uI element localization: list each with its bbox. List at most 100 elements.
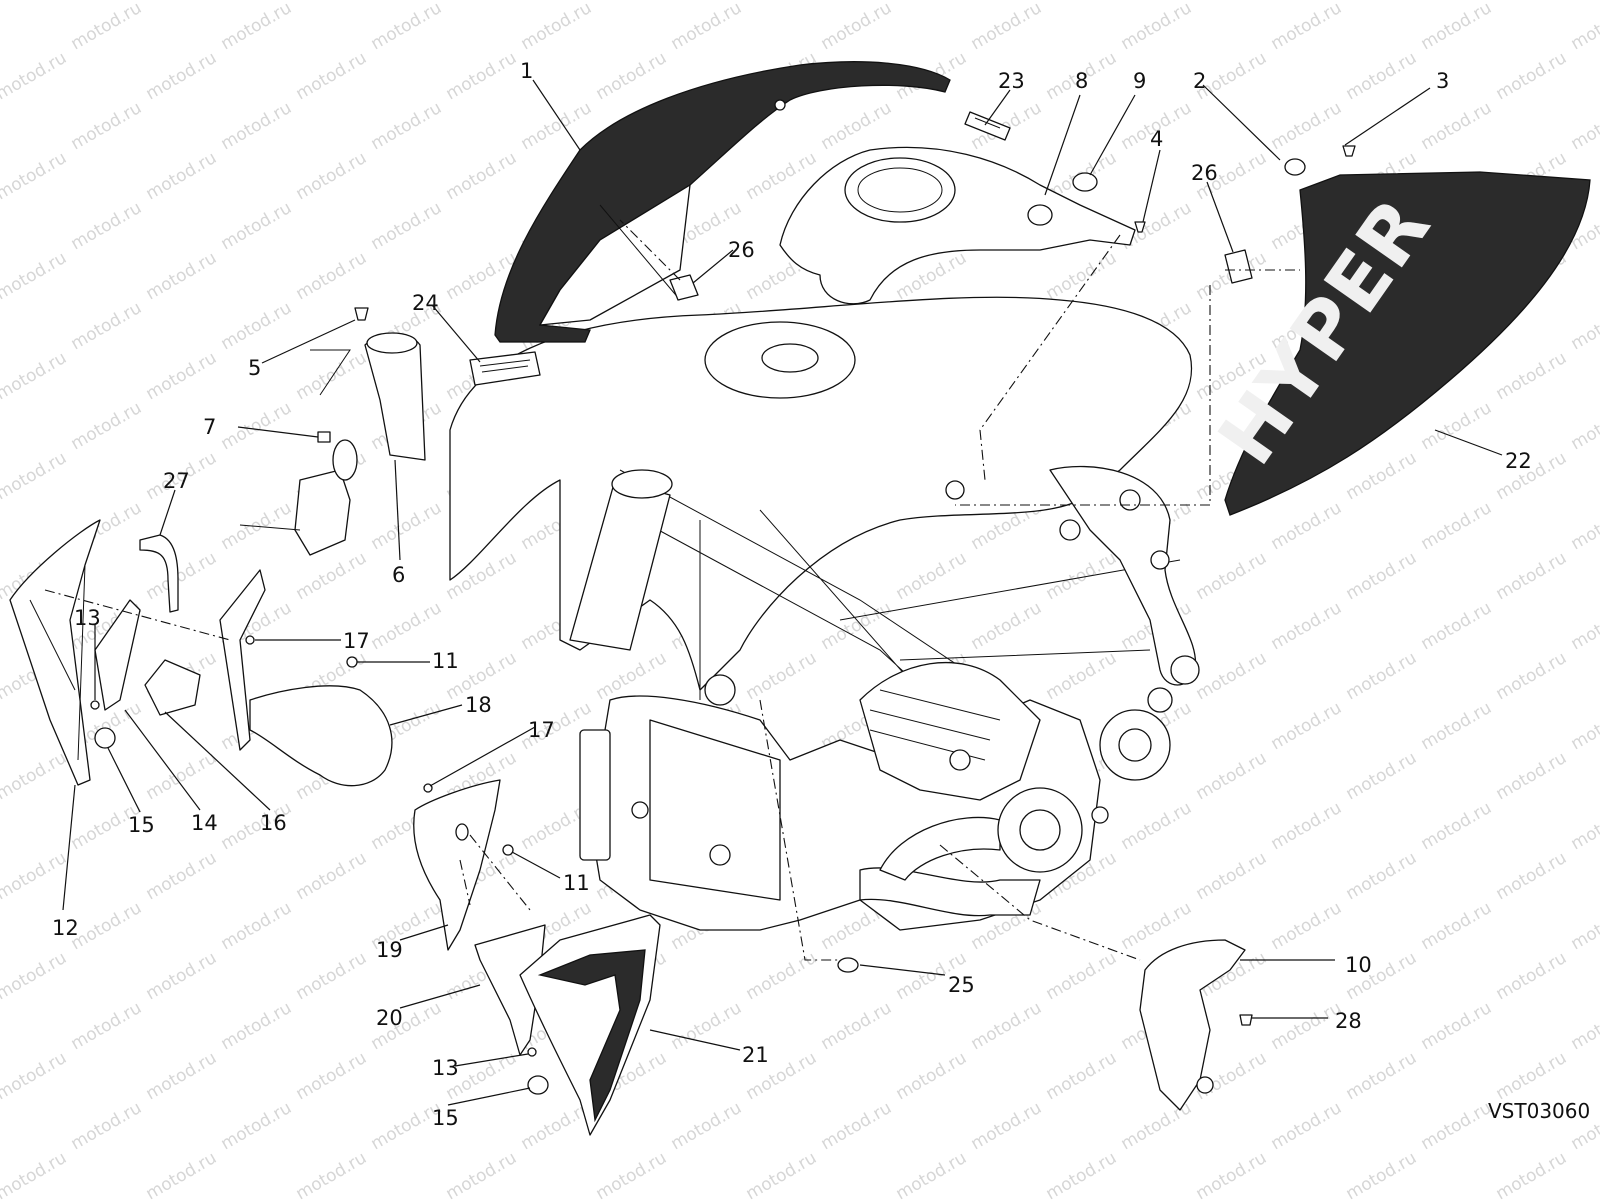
- watermark-text: motod.ru: [743, 648, 821, 704]
- callout-15-lower: 15: [432, 1106, 459, 1130]
- callout-18: 18: [465, 693, 492, 717]
- watermark-text: motod.ru: [1418, 698, 1496, 754]
- callout-17-upper: 17: [343, 629, 370, 653]
- watermark-text: motod.ru: [1193, 748, 1271, 804]
- watermark-text: motod.ru: [1418, 798, 1496, 854]
- watermark-text: motod.ru: [1193, 1148, 1271, 1200]
- watermark-text: motod.ru: [143, 1148, 221, 1200]
- watermark-text: motod.ru: [68, 298, 146, 354]
- watermark-text: motod.ru: [0, 948, 70, 1004]
- watermark-text: motod.ru: [1568, 98, 1600, 154]
- watermark-text: motod.ru: [293, 548, 371, 604]
- watermark-text: motod.ru: [1568, 998, 1600, 1054]
- callout-13-upper: 13: [74, 606, 101, 630]
- leader-lines: [62, 79, 1503, 1106]
- watermark-text: motod.ru: [1493, 348, 1571, 404]
- watermark-text: motod.ru: [1343, 648, 1421, 704]
- watermark-text: motod.ru: [1343, 748, 1421, 804]
- watermark-text: motod.ru: [218, 998, 296, 1054]
- watermark-text: motod.ru: [1043, 548, 1121, 604]
- part-15-grommet-lower: [527, 1075, 549, 1095]
- watermark-text: motod.ru: [143, 848, 221, 904]
- watermark-text: motod.ru: [968, 998, 1046, 1054]
- watermark-text: motod.ru: [668, 1098, 746, 1154]
- callout-21: 21: [742, 1043, 769, 1067]
- watermark-text: motod.ru: [1568, 0, 1600, 54]
- callout-10: 10: [1345, 953, 1372, 977]
- watermark-text: motod.ru: [1418, 1098, 1496, 1154]
- watermark-text: motod.ru: [1268, 498, 1346, 554]
- callout-11-lower: 11: [563, 871, 590, 895]
- part-1-tank-cover: [494, 61, 951, 343]
- watermark-text: motod.ru: [1493, 948, 1571, 1004]
- watermark-text: motod.ru: [368, 598, 446, 654]
- watermark-text: motod.ru: [1268, 598, 1346, 654]
- part-17-screw-upper: [245, 635, 255, 645]
- watermark-text: motod.ru: [818, 998, 896, 1054]
- watermark-text: motod.ru: [0, 248, 70, 304]
- watermark-text: motod.ru: [1268, 898, 1346, 954]
- callout-6: 6: [392, 563, 405, 587]
- watermark-text: motod.ru: [1043, 248, 1121, 304]
- part-28-screw: [1239, 1014, 1253, 1026]
- part-2-grommet: [1284, 158, 1306, 176]
- part-8-tank-top-cover: [779, 146, 1136, 305]
- watermark-text: motod.ru: [143, 348, 221, 404]
- part-26-pad-top: [669, 274, 699, 301]
- watermark-text: motod.ru: [293, 0, 371, 4]
- part-13-screw-lower: [527, 1047, 537, 1057]
- watermark-text: motod.ru: [1193, 0, 1271, 4]
- watermark-text: motod.ru: [143, 48, 221, 104]
- watermark-text: motod.ru: [1343, 548, 1421, 604]
- watermark-text: motod.ru: [1343, 48, 1421, 104]
- watermark-text: motod.ru: [293, 148, 371, 204]
- watermark-text: motod.ru: [1193, 848, 1271, 904]
- part-23-label: [964, 111, 1011, 141]
- watermark-text: motod.ru: [1568, 398, 1600, 454]
- watermark-text: motod.ru: [1568, 898, 1600, 954]
- watermark-text: motod.ru: [143, 148, 221, 204]
- watermark-text: motod.ru: [0, 748, 70, 804]
- watermark-text: motod.ru: [1343, 448, 1421, 504]
- watermark-text: motod.ru: [818, 0, 896, 54]
- watermark-text: motod.ru: [143, 0, 221, 4]
- watermark-text: motod.ru: [0, 1048, 70, 1104]
- watermark-text: motod.ru: [668, 998, 746, 1054]
- callout-23: 23: [998, 69, 1025, 93]
- watermark-text: motod.ru: [1418, 398, 1496, 454]
- watermark-text: motod.ru: [1418, 998, 1496, 1054]
- watermark-text: motod.ru: [218, 0, 296, 54]
- watermark-text: motod.ru: [1043, 1148, 1121, 1200]
- watermark-text: motod.ru: [1568, 698, 1600, 754]
- watermark-text: motod.ru: [593, 0, 671, 4]
- fuel-pump-assembly: [239, 349, 358, 556]
- watermark-text: motod.ru: [1343, 0, 1421, 4]
- part-9-grommet: [1072, 172, 1098, 192]
- callout-20: 20: [376, 1006, 403, 1030]
- watermark-text: motod.ru: [218, 98, 296, 154]
- watermark-text: motod.ru: [143, 948, 221, 1004]
- watermark-text: motod.ru: [0, 448, 70, 504]
- watermark-text: motod.ru: [818, 598, 896, 654]
- part-13-screw-left: [90, 700, 100, 710]
- watermark-text: motod.ru: [443, 1148, 521, 1200]
- watermark-text: motod.ru: [368, 98, 446, 154]
- watermark-text: motod.ru: [143, 1048, 221, 1104]
- part-11-screw-lower: [502, 844, 514, 856]
- watermark-text: motod.ru: [0, 348, 70, 404]
- watermark-text: motod.ru: [0, 848, 70, 904]
- callout-14: 14: [191, 811, 218, 835]
- watermark-text: motod.ru: [893, 548, 971, 604]
- callout-2: 2: [1193, 69, 1206, 93]
- watermark-text: motod.ru: [893, 1148, 971, 1200]
- watermark-text: motod.ru: [1343, 1048, 1421, 1104]
- watermark-text: motod.ru: [293, 948, 371, 1004]
- part-3-screw: [1342, 145, 1356, 157]
- watermark-text: motod.ru: [1418, 98, 1496, 154]
- watermark-text: motod.ru: [1043, 1048, 1121, 1104]
- watermark-text: motod.ru: [1343, 1148, 1421, 1200]
- watermark-text: motod.ru: [0, 0, 70, 4]
- watermark-text: motod.ru: [1268, 998, 1346, 1054]
- watermark-text: motod.ru: [293, 1148, 371, 1200]
- watermark-text: motod.ru: [668, 0, 746, 54]
